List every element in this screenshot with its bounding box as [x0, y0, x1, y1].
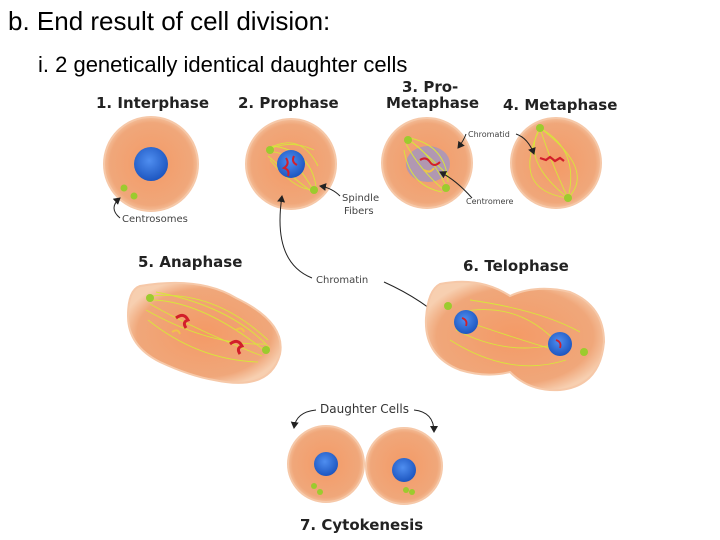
arrow-centromere [439, 171, 473, 199]
chromatid [235, 327, 245, 333]
chromosome [229, 339, 245, 355]
centrosome-dot [403, 487, 409, 493]
nucleus [277, 150, 305, 178]
stage-label-interphase: 1. Interphase [96, 94, 209, 112]
nucleus [134, 147, 168, 181]
arrow-daughter-right [413, 409, 438, 433]
arrow-chromatid-left [457, 133, 467, 149]
daughter-cell-right [365, 427, 443, 505]
arrow-spindle [319, 183, 341, 197]
centrosome-dot [130, 192, 138, 200]
centrosome-dot [580, 348, 588, 356]
chromosome [292, 155, 298, 166]
daughter-cell-left [287, 425, 365, 503]
chromosome [539, 155, 565, 163]
nucleus [392, 458, 416, 482]
centrosome-dot [266, 146, 274, 154]
slide-subtitle: i. 2 genetically identical daughter cell… [38, 52, 408, 77]
centrosome-dot [311, 483, 317, 489]
chromosome [281, 157, 290, 177]
label-centrosomes: Centrosomes [122, 214, 188, 225]
chromatid [423, 167, 435, 173]
centrosome-dot [146, 294, 154, 302]
stage-label-prophase: 2. Prophase [238, 94, 339, 112]
chromosome [419, 157, 441, 166]
label-chromatid: Chromatid [468, 130, 510, 139]
centrosome-dot [536, 124, 544, 132]
prometaphase-cell [381, 117, 473, 209]
chromosome [555, 339, 562, 349]
stage-label-prometaphase-1: 3. Pro- [402, 78, 458, 96]
label-spindle-2: Fibers [344, 206, 374, 217]
chromatid [171, 329, 181, 335]
chromosome [461, 317, 468, 327]
label-spindle-1: Spindle [342, 193, 379, 204]
centrosome-dot [564, 194, 572, 202]
label-daughter-cells: Daughter Cells [320, 402, 409, 416]
label-centromere: Centromere [466, 197, 514, 206]
label-chromatin: Chromatin [316, 275, 368, 286]
centrosome-dot [120, 184, 128, 192]
arrow-centrosomes [112, 197, 121, 219]
spindle-fibers [529, 127, 578, 199]
arrow-chromatid-right [515, 133, 536, 155]
centrosome-dot [317, 489, 323, 495]
telophase-cell [424, 280, 606, 392]
arrow-chromatin-prophase [277, 195, 313, 279]
anaphase-cell [126, 281, 282, 384]
stage-label-telophase: 6. Telophase [463, 257, 569, 275]
stage-label-cytokinesis: 7. Cytokenesis [300, 516, 423, 534]
breaking-nucleus [406, 146, 450, 182]
nucleus [314, 452, 338, 476]
stage-label-metaphase: 4. Metaphase [503, 96, 617, 114]
centrosome-dot [404, 136, 412, 144]
centrosome-dot [409, 489, 415, 495]
slide-title: b. End result of cell division: [8, 6, 331, 36]
centrosome-dot [444, 302, 452, 310]
spindle-fibers [145, 291, 271, 363]
centrosome-dot [442, 184, 450, 192]
stage-label-prometaphase-2: Metaphase [386, 94, 479, 112]
metaphase-cell [510, 117, 602, 209]
centrosome-dot [262, 346, 270, 354]
prophase-cell [245, 118, 337, 210]
stage-label-anaphase: 5. Anaphase [138, 253, 242, 271]
interphase-cell [103, 116, 199, 212]
centrosome-dot [310, 186, 318, 194]
chromosome [175, 313, 191, 329]
arrow-daughter-left [290, 409, 317, 429]
